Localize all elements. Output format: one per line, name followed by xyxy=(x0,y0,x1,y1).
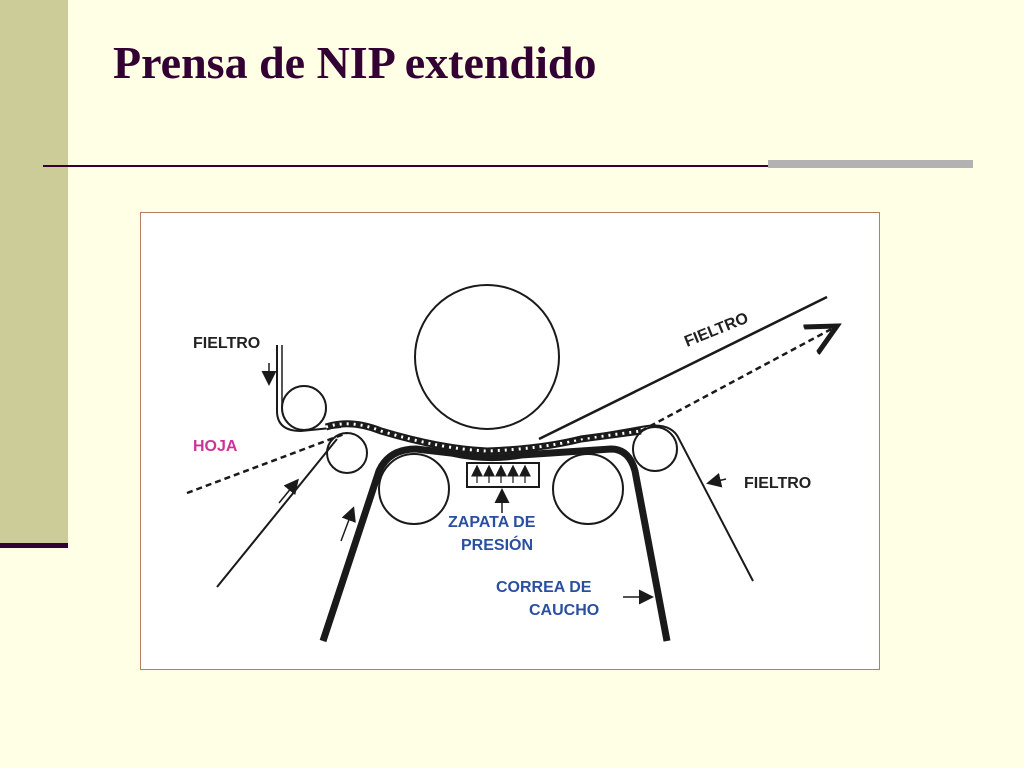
side-accent-line xyxy=(0,543,68,548)
slide-title: Prensa de NIP extendido xyxy=(113,37,597,88)
right-belt-roll xyxy=(552,453,624,525)
left-lower-felt-line xyxy=(216,438,338,588)
press-diagram: FIELTRO HOJA FIELTRO FIELTRO ZAPATA DE P… xyxy=(140,212,880,670)
label-zapata-line1: ZAPATA DE xyxy=(448,514,536,531)
label-fieltro-right: FIELTRO xyxy=(744,475,811,492)
pressure-shoe xyxy=(466,462,540,488)
top-press-roll xyxy=(414,284,560,430)
title-divider-accent xyxy=(768,160,973,170)
label-hoja: HOJA xyxy=(193,438,238,455)
title-divider-accent-gap xyxy=(768,168,973,170)
title-divider xyxy=(43,165,803,167)
left-felt-line xyxy=(276,345,342,433)
left-belt-roll xyxy=(378,453,450,525)
left-felt-roll-upper xyxy=(281,385,327,431)
rubber-belt xyxy=(319,445,671,643)
label-correa-line1: CORREA DE xyxy=(496,579,592,596)
top-right-felt-line xyxy=(538,295,828,441)
right-felt-roll xyxy=(632,426,678,472)
label-zapata-line2: PRESIÓN xyxy=(461,535,533,554)
side-accent-bar xyxy=(0,0,68,547)
sheet-dashed-line xyxy=(186,431,348,495)
label-fieltro-left: FIELTRO xyxy=(193,335,260,352)
press-diagram-svg: FIELTRO HOJA FIELTRO FIELTRO ZAPATA DE P… xyxy=(186,284,879,643)
right-felt-line xyxy=(560,424,754,582)
upper-felt-band xyxy=(324,420,642,455)
label-fieltro-top-right: FIELTRO xyxy=(682,310,751,351)
label-correa-line2: CAUCHO xyxy=(529,602,599,619)
